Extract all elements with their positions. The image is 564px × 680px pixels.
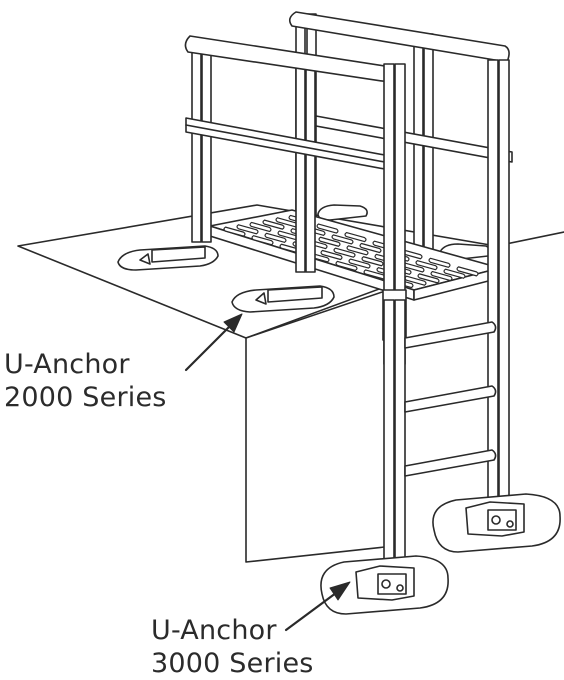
grating-slot	[416, 261, 437, 270]
grating-slot	[362, 257, 383, 266]
callout-arrow-3000	[286, 582, 350, 630]
ladder	[383, 60, 509, 590]
grating-slot	[224, 227, 245, 236]
grating-slot	[336, 261, 357, 270]
grating-slot	[429, 258, 450, 267]
grating-slot	[252, 236, 273, 245]
callout-3000-line1: U-Anchor	[151, 615, 277, 646]
callout-2000-line2: 2000 Series	[4, 382, 167, 413]
callout-arrow-2000	[186, 314, 242, 370]
grating-slot	[345, 233, 366, 242]
grating-slot	[334, 248, 355, 257]
base-anchor-3000-front	[321, 556, 448, 614]
roof-anchor-2000-left	[118, 246, 218, 270]
grating-slot	[360, 244, 381, 253]
grating-slot	[263, 220, 284, 229]
grating-slot	[431, 272, 452, 281]
grating-slot	[347, 246, 368, 255]
callout-label-3000: U-Anchor 3000 Series	[151, 614, 314, 680]
grating-slot	[444, 269, 465, 278]
grating-slot	[457, 267, 478, 276]
grating-slot	[349, 259, 370, 268]
grating-slot	[237, 225, 258, 234]
roof-anchor-2000-front	[232, 286, 334, 312]
grating-slot	[265, 233, 286, 242]
grating-slot	[317, 224, 338, 233]
base-anchor-3000-back	[433, 494, 560, 552]
callout-3000-line2: 3000 Series	[151, 648, 314, 679]
grating-slot	[418, 274, 439, 283]
callout-label-2000: U-Anchor 2000 Series	[4, 348, 167, 414]
grating-slot	[332, 235, 353, 244]
grating-slot	[319, 237, 340, 246]
callout-2000-line1: U-Anchor	[4, 349, 130, 380]
grating-slot	[250, 222, 271, 231]
grating-slot	[321, 251, 342, 260]
